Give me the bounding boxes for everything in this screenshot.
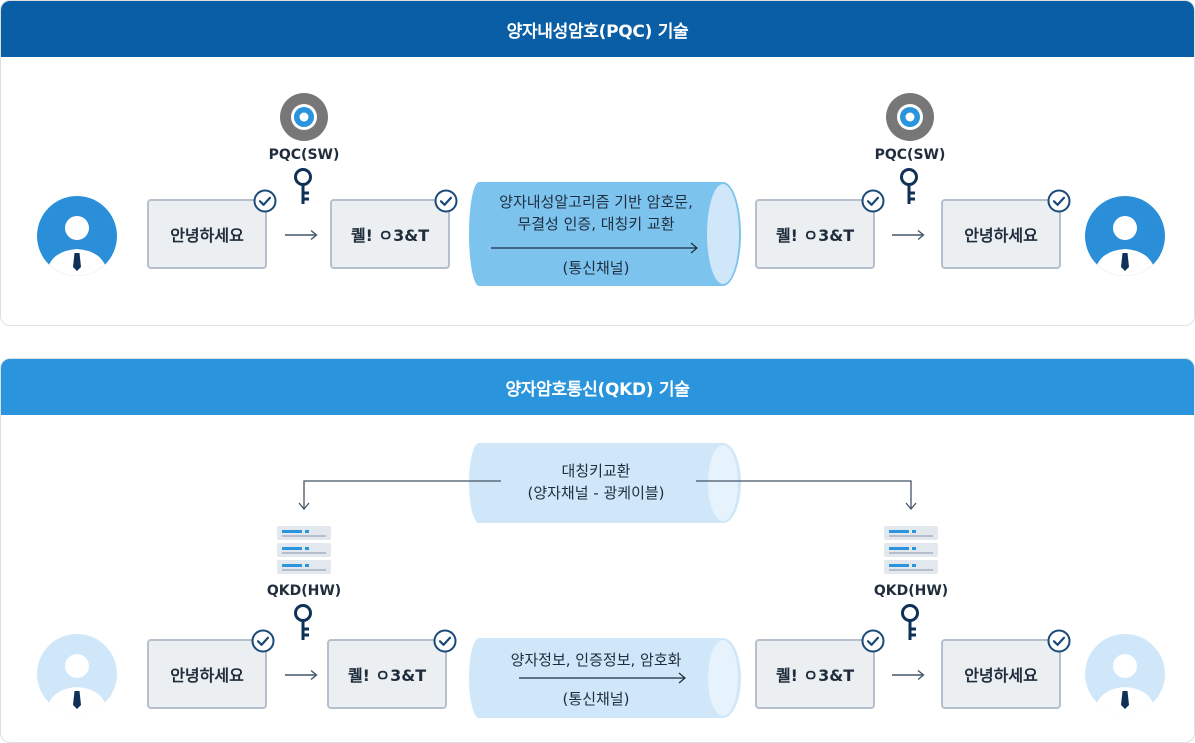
channel-desc-line1: 양자내성알고리즘 기반 암호문, — [499, 193, 693, 211]
channel-description: 양자내성알고리즘 기반 암호문, 무결성 인증, 대칭키 교환 — [471, 191, 721, 235]
plaintext-box-receiver: 안녕하세요 — [941, 199, 1061, 269]
ciphertext-label: 퀠! ㅇ3&T — [775, 226, 855, 245]
server-icon — [883, 525, 939, 575]
key-distribution-arrows — [298, 480, 917, 511]
server-icon — [276, 525, 332, 575]
ciphertext-label: 퀠! ㅇ3&T — [350, 226, 430, 245]
qkd-panel: 양자암호통신(QKD) 기술 대칭키교환 (양자채널 - 광케이블) QKD(H… — [0, 358, 1195, 743]
check-circle-icon — [434, 189, 458, 213]
receiver-avatar-icon — [1084, 633, 1166, 715]
key-icon — [291, 167, 315, 207]
ciphertext-label: 퀠! ㅇ3&T — [347, 666, 427, 685]
disc-icon — [279, 92, 329, 142]
qkd-key-label-left: QKD(HW) — [266, 583, 342, 599]
pqc-panel-title: 양자내성암호(PQC) 기술 — [1, 1, 1194, 57]
plaintext-label: 안녕하세요 — [170, 226, 244, 245]
communication-channel-pipe — [469, 638, 741, 718]
channel-description: 양자정보, 인증정보, 암호화 — [510, 651, 682, 669]
disc-icon — [885, 92, 935, 142]
plaintext-box-sender: 안녕하세요 — [147, 199, 267, 269]
plaintext-box-sender: 안녕하세요 — [147, 639, 267, 709]
arrow-right-icon — [891, 229, 925, 241]
channel-label: (통신채널) — [562, 690, 630, 708]
ciphertext-box-sender: 퀠! ㅇ3&T — [330, 199, 450, 269]
channel-label: (통신채널) — [562, 259, 630, 277]
key-icon — [898, 603, 922, 643]
check-circle-icon — [251, 629, 275, 653]
pqc-panel: 양자내성암호(PQC) 기술 안녕하세요 PQC(SW) 퀠! ㅇ3&T 양자내… — [0, 0, 1195, 326]
arrow-right-icon — [284, 229, 318, 241]
key-exchange-text: 대칭키교환 (양자채널 - 광케이블) — [471, 460, 721, 504]
sender-avatar-icon — [36, 195, 118, 277]
check-circle-icon — [1047, 189, 1071, 213]
qkd-panel-title: 양자암호통신(QKD) 기술 — [1, 359, 1194, 415]
key-icon — [897, 167, 921, 207]
quantum-channel-pipe — [469, 443, 741, 523]
check-circle-icon — [433, 629, 457, 653]
channel-desc-line2: 무결성 인증, 대칭키 교환 — [517, 215, 675, 233]
qkd-key-label-right: QKD(HW) — [873, 583, 949, 599]
plaintext-box-receiver: 안녕하세요 — [941, 639, 1061, 709]
arrow-right-icon — [284, 669, 318, 681]
ciphertext-box-receiver: 퀠! ㅇ3&T — [755, 199, 875, 269]
key-icon — [291, 603, 315, 643]
plaintext-label: 안녕하세요 — [964, 666, 1038, 685]
ciphertext-box-receiver: 퀠! ㅇ3&T — [755, 639, 875, 709]
plaintext-label: 안녕하세요 — [964, 226, 1038, 245]
pqc-key-label-right: PQC(SW) — [874, 147, 946, 163]
check-circle-icon — [861, 189, 885, 213]
sender-avatar-icon — [36, 633, 118, 715]
key-exchange-line1: 대칭키교환 — [561, 462, 631, 480]
check-circle-icon — [253, 189, 277, 213]
pqc-key-label-left: PQC(SW) — [268, 147, 340, 163]
arrow-right-icon — [891, 669, 925, 681]
ciphertext-box-sender: 퀠! ㅇ3&T — [327, 639, 447, 709]
receiver-avatar-icon — [1084, 195, 1166, 277]
check-circle-icon — [861, 629, 885, 653]
ciphertext-label: 퀠! ㅇ3&T — [775, 666, 855, 685]
plaintext-label: 안녕하세요 — [170, 666, 244, 685]
check-circle-icon — [1047, 629, 1071, 653]
key-exchange-line2: (양자채널 - 광케이블) — [527, 484, 665, 502]
communication-channel-pipe — [469, 182, 741, 286]
